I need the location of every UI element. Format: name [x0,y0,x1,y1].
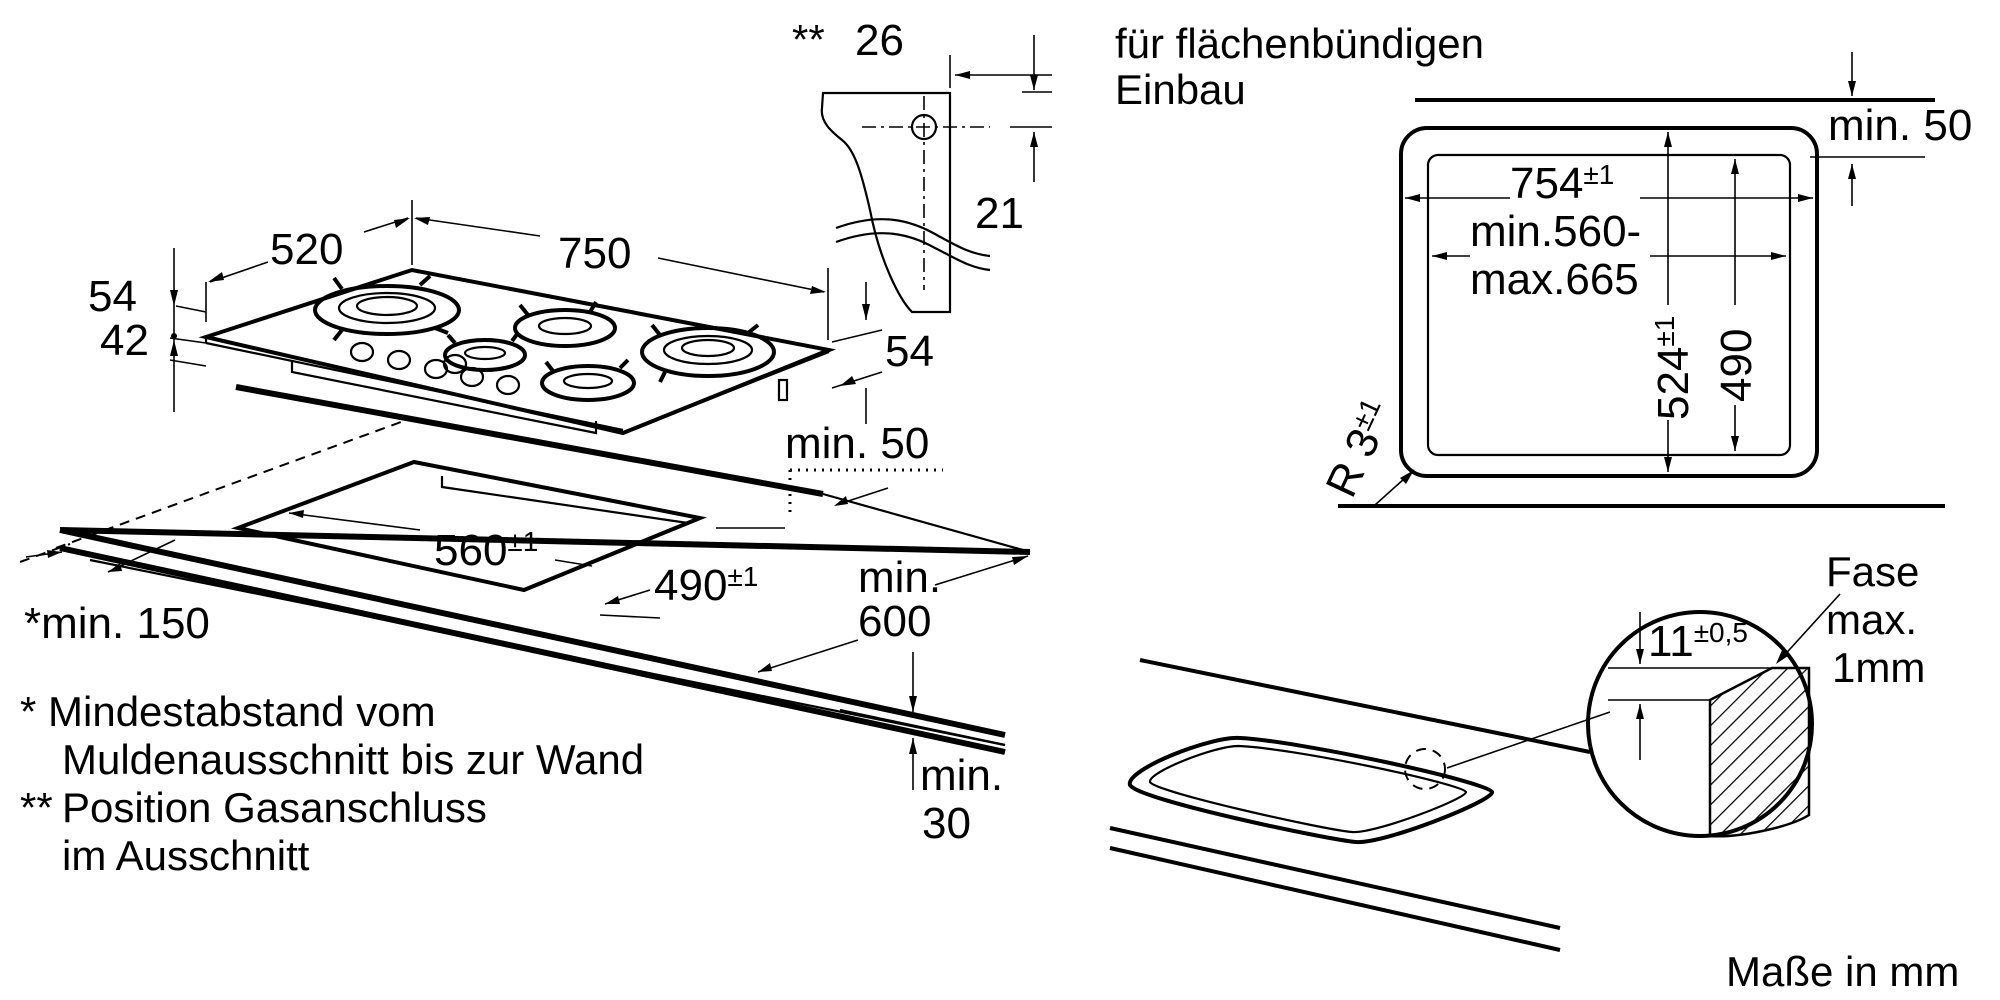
cutout-outline [230,459,707,593]
hob-perspective-view [198,267,837,436]
label-min-600-line2: 600 [858,597,931,646]
footnote-2-marker: ** [20,784,53,831]
footnote-2-line1: Position Gasanschluss [62,784,487,831]
dim-21: 21 [975,189,1024,238]
label-min-600-line1: min. [858,553,941,602]
flush-mount-view [1338,52,1945,508]
range-line2: max.665 [1470,255,1639,304]
dim-750: 750 [558,229,631,278]
dim-754: 754±1 [1510,159,1614,208]
gas-marker: ** [792,16,825,63]
footnote-2-line2: im Ausschnitt [62,832,310,879]
dim-54-right: 54 [885,327,934,376]
chamfer-line2: max. [1826,596,1917,643]
label-min-50-main: min. 50 [785,419,929,468]
dim-11: 11±0,5 [1648,617,1748,666]
dim-42: 42 [100,316,149,365]
countertop-cutout-view [19,417,1031,790]
dim-cutout-560: 560±1 [434,526,538,575]
gas-connection-detail [820,35,1052,314]
burner-wok-right [640,323,776,383]
main-dimension-lines [169,200,883,497]
radius-label: R 3±1 [1317,393,1403,504]
dim-490-flush: 490 [1712,329,1761,402]
dim-520: 520 [270,225,343,274]
footnote-1-line1: * Mindestabstand vom [20,688,436,735]
burner-wok-left [313,274,461,342]
flush-outer-cutout [1399,126,1819,478]
label-min-30-line2: 30 [922,799,971,848]
burner-rear-middle [513,300,617,348]
units-note: Maße in mm [1726,948,1959,995]
hatched-worktop-section [1708,666,1811,838]
label-min-30-line1: min. [920,751,1003,800]
edge-chamfer-detail [1109,593,1841,952]
chamfer-line3: 1mm [1832,644,1925,691]
hob-profile-section [820,91,952,314]
burner-front-small [443,331,527,372]
label-min-150: *min. 150 [24,599,210,648]
range-line1: min.560- [1470,207,1641,256]
dim-cutout-490: 490±1 [654,561,758,610]
flush-title-line2: Einbau [1115,66,1246,113]
dim-26: 26 [855,16,904,65]
flush-title-line1: für flächenbündigen [1115,20,1484,67]
dim-54-left: 54 [88,272,137,321]
label-min-50-flush: min. 50 [1828,101,1972,150]
control-knobs [349,341,521,396]
dim-524: 524±1 [1649,316,1698,420]
burner-front-middle [540,358,636,402]
flush-inner-cutout [1426,153,1792,457]
footnote-1-line2: Muldenausschnitt bis zur Wand [62,736,644,783]
detail-magnifier [1586,610,1814,838]
chamfer-line1: Fase [1826,548,1919,595]
